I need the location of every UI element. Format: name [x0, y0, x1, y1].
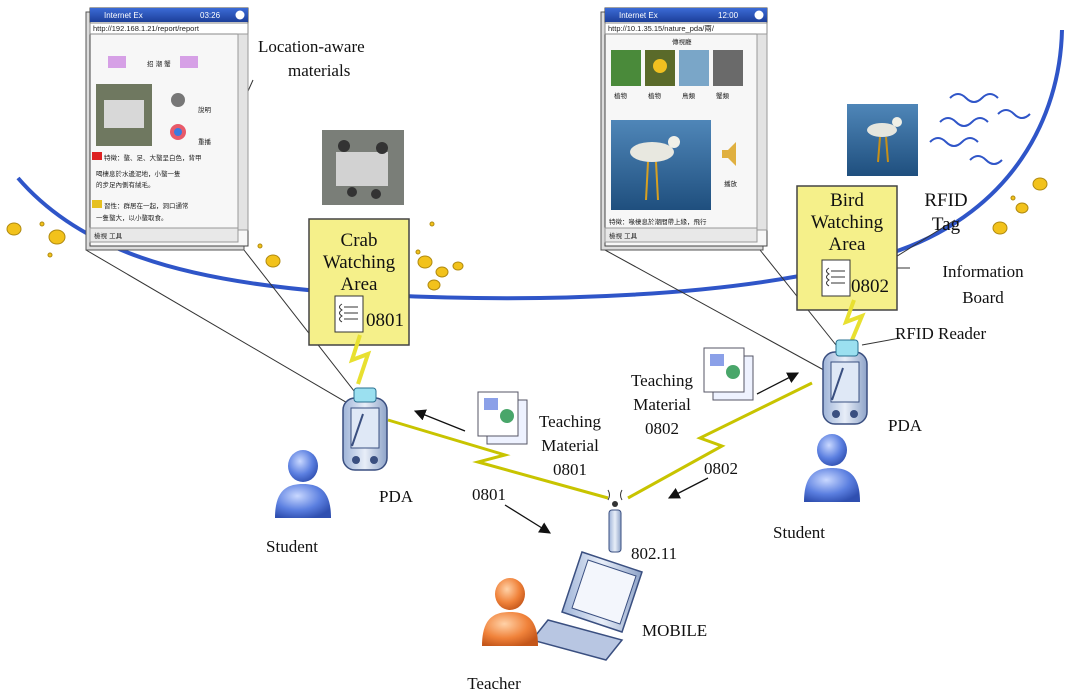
bird-text: 特徵：喙棲息於潮間帶上緣，飛行 [609, 217, 707, 226]
label-location-aware-2: materials [288, 61, 350, 80]
crab-menubar[interactable]: 檢視 工具 [94, 231, 123, 240]
wireless-link-right [627, 381, 813, 500]
bird-screen-url[interactable]: http://10.1.35.15/nature_pda/兩/ [608, 24, 715, 33]
laptop-icon [530, 551, 643, 661]
pda-screenshot-crab: Internet Ex 03:26 http://192.168.1.21/re… [85, 7, 249, 251]
bird-screen-clock: 12:00 [718, 11, 739, 20]
crab-text-3: 的步足內側有絨毛。 [96, 180, 155, 189]
close-icon[interactable] [754, 10, 764, 20]
bird-watching-area-board: Bird Watching Area 0802 [796, 185, 898, 311]
rfid-tag-icon [826, 267, 830, 287]
document-icon [703, 347, 754, 401]
label-teaching-left-1: Teaching [539, 412, 602, 431]
bird-thumb-label-3[interactable]: 鳥類 [682, 91, 696, 100]
label-rfid-tag-2: Tag [932, 214, 961, 235]
crab-board-line-3: Area [341, 274, 378, 295]
bird-link[interactable]: 播放 [724, 179, 738, 188]
label-rfid-reader: RFID Reader [895, 324, 986, 343]
label-student-right: Student [773, 523, 825, 542]
scrollbar[interactable] [756, 33, 768, 231]
label-teaching-left-3: 0801 [553, 460, 587, 479]
bird-board-line-1: Bird [830, 190, 864, 211]
label-mobile: MOBILE [642, 621, 707, 640]
decorative-dots [6, 177, 1048, 291]
pda-screenshot-bird: Internet Ex 12:00 http://10.1.35.15/natu… [600, 7, 768, 251]
crab-text-5: 一隻螯大，以小螯取食。 [96, 213, 168, 222]
label-information-2: Board [962, 288, 1004, 307]
close-icon[interactable] [235, 10, 245, 20]
crab-board-line-1: Crab [341, 230, 378, 251]
teacher-icon [482, 578, 538, 646]
bird-tag-id: 0802 [851, 276, 889, 297]
rfid-signal-left [348, 334, 372, 385]
crab-watching-area-board: Crab Watching Area 0801 [308, 218, 410, 346]
label-teacher: Teacher [467, 674, 521, 693]
area-boundary-curve [16, 29, 1064, 301]
bird-thumb-label-2[interactable]: 植物 [648, 91, 662, 100]
access-point [607, 489, 623, 553]
arrow-material-to-right-pda [756, 372, 800, 395]
crab-screen-heading: 招 潮 蟹 [147, 59, 171, 68]
label-0801-link: 0801 [472, 485, 506, 504]
rfid-tag-icon [339, 303, 343, 323]
label-location-aware-1: Location-aware [258, 37, 365, 56]
crab-screen-url[interactable]: http://192.168.1.21/report/report [93, 24, 200, 33]
document-icon [477, 391, 528, 445]
bird-menubar[interactable]: 檢視 工具 [609, 231, 638, 240]
label-rfid-tag-1: RFID [924, 190, 967, 211]
bird-board-line-2: Watching [811, 212, 884, 233]
student-icon [275, 450, 331, 518]
arrow-material-to-left-pda [413, 409, 466, 432]
label-information-1: Information [942, 262, 1024, 281]
crab-text-1: 特徵：螯、足、大螯呈白色，背甲 [104, 153, 202, 162]
scrollbar[interactable] [237, 33, 249, 231]
label-student-left: Student [266, 537, 318, 556]
bird-thumb-label-4[interactable]: 蟹類 [716, 91, 730, 100]
crab-link-1[interactable]: 說明 [198, 105, 212, 114]
label-teaching-right-3: 0802 [645, 419, 679, 438]
connector-lines [85, 79, 956, 426]
crab-text-2: 喝棲息於水邊泥地，小螯一隻 [96, 169, 181, 178]
wind-lines [929, 93, 1031, 165]
label-teaching-right-2: Material [633, 395, 691, 414]
pda-device-right [822, 339, 868, 425]
crab-tag-id: 0801 [366, 310, 404, 331]
label-pda-left: PDA [379, 487, 414, 506]
speaker-icon[interactable] [722, 142, 736, 166]
crab-board-line-2: Watching [323, 252, 396, 273]
label-teaching-right-1: Teaching [631, 371, 694, 390]
crab-screen-clock: 03:26 [200, 11, 221, 20]
arrow-0801-to-server [504, 504, 551, 534]
rfid-signal-right [842, 299, 866, 341]
label-0802-link: 0802 [704, 459, 738, 478]
wireless-link-left [387, 418, 609, 500]
label-pda-right: PDA [888, 416, 923, 435]
bird-screen-heading: 傳視廳 [672, 37, 692, 46]
label-802-11: 802.11 [631, 544, 677, 563]
bird-photo [847, 104, 918, 176]
bird-screen-title: Internet Ex [619, 11, 658, 20]
arrow-0802-to-server [667, 477, 709, 499]
crab-photo [322, 130, 404, 205]
bird-board-line-3: Area [829, 234, 866, 255]
crab-link-2[interactable]: 重播 [198, 137, 212, 146]
bird-thumb-label-1[interactable]: 植物 [614, 91, 628, 100]
pda-device-left [342, 387, 388, 471]
crab-screen-title: Internet Ex [104, 11, 143, 20]
student-icon [804, 434, 860, 502]
label-teaching-left-2: Material [541, 436, 599, 455]
crab-text-4: 習性：群居在一起，洞口通常 [104, 201, 189, 210]
